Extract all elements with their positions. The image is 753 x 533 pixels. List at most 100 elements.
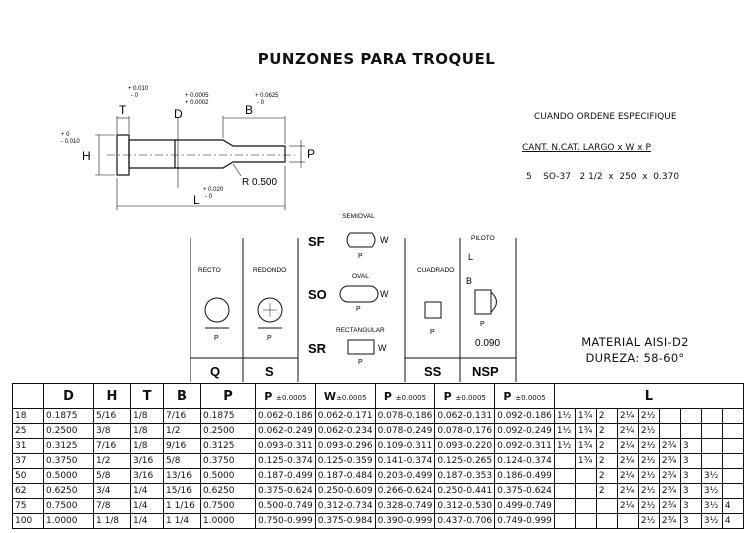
cell-p: 0.2500 bbox=[200, 423, 256, 439]
cell-ss: 0.250-0.441 bbox=[434, 483, 496, 499]
cell-p2: 0.328-0.749 bbox=[374, 498, 436, 514]
svg-text:P: P bbox=[480, 321, 485, 328]
cell-length: 3 bbox=[679, 498, 702, 514]
svg-text:+ 0.010: + 0.010 bbox=[128, 86, 149, 92]
col-ss: SS bbox=[424, 364, 442, 379]
cell-p: 0.1875 bbox=[200, 408, 256, 424]
cell-length: 3½ bbox=[700, 483, 723, 499]
cell-t: 3/16 bbox=[130, 453, 164, 469]
cell-d: 0.5000 bbox=[43, 468, 94, 484]
cell-t: 3/16 bbox=[130, 468, 164, 484]
cell-t: 1/8 bbox=[130, 408, 164, 424]
cell-length: 2¾ bbox=[658, 483, 681, 499]
svg-text:P: P bbox=[267, 335, 272, 342]
cell-s: 0.500-0.749 bbox=[255, 498, 316, 514]
cell-length: 2 bbox=[595, 438, 618, 454]
cell-length bbox=[721, 483, 744, 499]
cell-length: 2 bbox=[595, 468, 618, 484]
cell-s: 0.093-0.311 bbox=[255, 438, 316, 454]
label-semioval: SEMIOVAL bbox=[342, 213, 375, 220]
label-redondo: REDONDO bbox=[253, 267, 286, 274]
cell-length: 2½ bbox=[637, 468, 660, 484]
cell-length: 2 bbox=[595, 483, 618, 499]
col-s: S bbox=[265, 364, 274, 379]
cell-length: 1½ bbox=[553, 408, 576, 424]
cell-length: 1¾ bbox=[574, 438, 597, 454]
cell-length: 3 bbox=[679, 483, 702, 499]
cell-n: 62 bbox=[12, 483, 44, 499]
cell-ss: 0.078-0.176 bbox=[434, 423, 496, 439]
cell-length: 2½ bbox=[637, 513, 660, 529]
cell-length bbox=[658, 423, 681, 439]
label-oval: OVAL bbox=[352, 273, 369, 280]
svg-text:P: P bbox=[358, 253, 363, 260]
dim-h: H bbox=[82, 149, 91, 163]
label-recto: RECTO bbox=[198, 267, 221, 274]
punch-drawing: T D B H P L R 0.500 + 0.010 - 0 + 0.0005… bbox=[61, 86, 315, 210]
svg-text:P: P bbox=[214, 335, 219, 342]
cell-p: 1.0000 bbox=[200, 513, 256, 529]
cell-b: 15/16 bbox=[163, 483, 201, 499]
cell-length bbox=[721, 438, 744, 454]
dim-radius: R 0.500 bbox=[242, 177, 277, 188]
cell-p2: 0.266-0.624 bbox=[374, 483, 436, 499]
cell-length: 3 bbox=[679, 438, 702, 454]
cell-length: 2¼ bbox=[616, 438, 639, 454]
piloto-value: 0.090 bbox=[475, 338, 500, 349]
cell-length: 2 bbox=[595, 453, 618, 469]
cell-n: 100 bbox=[12, 513, 44, 529]
order-heading: CUANDO ORDENE ESPECIFIQUE bbox=[534, 112, 677, 122]
cell-length: 3½ bbox=[700, 468, 723, 484]
svg-text:+ 0.020: + 0.020 bbox=[203, 187, 224, 193]
cell-length bbox=[700, 423, 723, 439]
cell-p2: 0.078-0.186 bbox=[374, 408, 436, 424]
cell-w: 0.062-0.234 bbox=[314, 423, 376, 439]
svg-text:W: W bbox=[380, 289, 389, 299]
svg-text:L: L bbox=[468, 252, 473, 262]
label-rectangular: RECTANGULAR bbox=[336, 327, 385, 334]
cell-length bbox=[553, 483, 576, 499]
cell-d: 0.7500 bbox=[43, 498, 94, 514]
dim-d: D bbox=[174, 107, 183, 121]
cell-length bbox=[721, 423, 744, 439]
cell-length bbox=[721, 468, 744, 484]
table-header-row: D H T B P P ±0.0005 W±0.0005 P ±0.0005 P… bbox=[12, 383, 744, 409]
cell-length: 2¼ bbox=[616, 483, 639, 499]
cell-b: 7/16 bbox=[163, 408, 201, 424]
cell-length bbox=[595, 513, 618, 529]
cell-t: 1/4 bbox=[130, 483, 164, 499]
cell-s: 0.125-0.374 bbox=[255, 453, 316, 469]
cell-t: 1/4 bbox=[130, 513, 164, 529]
cell-h: 5/16 bbox=[93, 408, 131, 424]
cell-s: 0.187-0.499 bbox=[255, 468, 316, 484]
cell-b: 1 1/16 bbox=[163, 498, 201, 514]
cell-length: 2½ bbox=[637, 483, 660, 499]
cell-ss: 0.312-0.530 bbox=[434, 498, 496, 514]
cell-length: 1¾ bbox=[574, 408, 597, 424]
cell-h: 1/2 bbox=[93, 453, 131, 469]
cell-length: 3½ bbox=[700, 513, 723, 529]
cell-length: 2¾ bbox=[658, 498, 681, 514]
cell-length: 2½ bbox=[637, 453, 660, 469]
cell-length: 1¾ bbox=[574, 453, 597, 469]
cell-length bbox=[700, 438, 723, 454]
cell-p2: 0.078-0.249 bbox=[374, 423, 436, 439]
cell-length: 2¼ bbox=[616, 453, 639, 469]
cell-w: 0.375-0.984 bbox=[314, 513, 376, 529]
cell-b: 1 1/4 bbox=[163, 513, 201, 529]
cell-ss: 0.062-0.131 bbox=[434, 408, 496, 424]
cell-w: 0.312-0.734 bbox=[314, 498, 376, 514]
cell-length: 2½ bbox=[637, 423, 660, 439]
cell-length: 2¾ bbox=[658, 438, 681, 454]
cell-w: 0.062-0.171 bbox=[314, 408, 376, 424]
cell-length: 3½ bbox=[700, 498, 723, 514]
cell-length bbox=[679, 423, 702, 439]
cell-length bbox=[616, 513, 639, 529]
cell-p: 0.6250 bbox=[200, 483, 256, 499]
cell-t: 1/4 bbox=[130, 498, 164, 514]
cell-p: 0.5000 bbox=[200, 468, 256, 484]
